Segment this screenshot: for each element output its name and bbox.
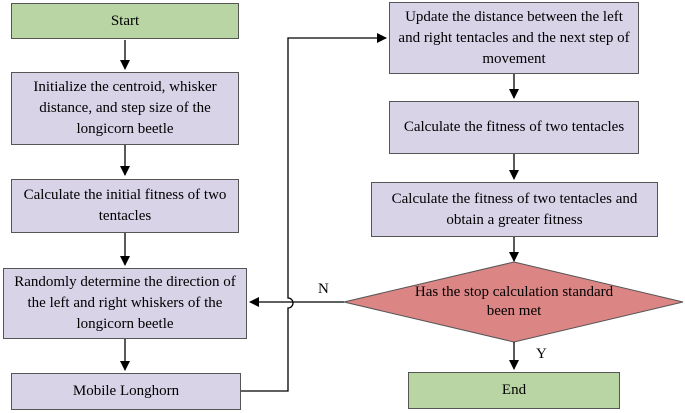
mobile-longhorn-node: Mobile Longhorn [11,373,241,410]
arrow-mobile-to-update [241,33,387,392]
fitness-two-node: Calculate the fitness of two tentacles [389,101,639,154]
initial-fitness-node: Calculate the initial fitness of two ten… [11,179,239,233]
fitness-greater-label: Calculate the fitness of two tentacles a… [391,190,638,228]
fitness-greater-node: Calculate the fitness of two tentacles a… [371,182,658,237]
update-label: Update the distance between the left and… [398,8,630,67]
decision-text: Has the stop calculation standard been m… [412,263,616,341]
fitness-two-label: Calculate the fitness of two tentacles [403,119,625,135]
start-node: Start [11,3,239,39]
end-node: End [408,372,620,409]
start-label: Start [110,12,140,29]
init-label: Initialize the centroid, whisker distanc… [33,79,217,137]
end-label: End [501,382,527,398]
yes-label: Y [536,346,547,362]
initial-fitness-label: Calculate the initial fitness of two ten… [23,187,227,224]
mobile-longhorn-label: Mobile Longhorn [72,383,180,399]
decision-label: Has the stop calculation standard been m… [414,284,614,319]
no-label: N [318,281,329,297]
init-node: Initialize the centroid, whisker distanc… [11,72,239,145]
update-node: Update the distance between the left and… [389,2,639,74]
random-direction-label: Randomly determine the direction of the … [14,274,236,332]
random-direction-node: Randomly determine the direction of the … [3,268,247,339]
